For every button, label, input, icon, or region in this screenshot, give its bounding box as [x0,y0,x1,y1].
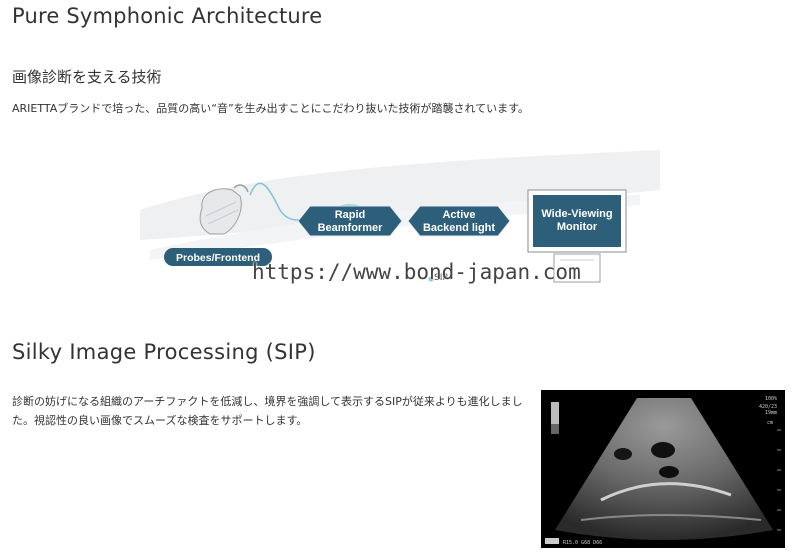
sip-marker-dot [428,276,434,282]
section-subtitle: 画像診断を支える技術 [12,68,162,86]
svg-text:420/23: 420/23 [759,404,777,410]
section-title-psa: Pure Symphonic Architecture [12,4,323,28]
svg-text:Monitor: Monitor [557,221,598,233]
section-title-sip: Silky Image Processing (SIP) [12,340,316,364]
svg-text:R15.0 G68 D66: R15.0 G68 D66 [563,540,602,546]
architecture-diagram: Probes/Frontend Rapid Beamformer Active … [140,150,660,283]
svg-text:Rapid: Rapid [335,209,366,221]
rapid-beamformer-block: Rapid Beamformer [297,205,403,237]
svg-text:Active: Active [442,209,475,221]
monitor-block: Wide-Viewing Monitor [527,189,627,283]
svg-text:Backend light: Backend light [423,222,495,234]
sip-tag: SIP [434,273,448,283]
svg-text:100%: 100% [765,396,777,402]
section-description: ARIETTAブランドで培った、品質の高い“音”を生み出すことにこだわり抜いた技… [12,102,530,115]
svg-text:Beamformer: Beamformer [318,222,384,234]
probes-frontend-label: Probes/Frontend [164,248,272,266]
watermark-url: https://www.bond-japan.com [252,260,581,284]
sip-description: 診断の妨げになる組織のアーチファクトを低減し、境界を強調して表示するSIPが従来… [12,395,523,427]
svg-text:Probes/Frontend: Probes/Frontend [176,252,260,264]
svg-text:Wide-Viewing: Wide-Viewing [541,208,612,220]
svg-text:19mm: 19mm [765,410,777,416]
background-swoosh [140,150,660,240]
active-backend-block: Active Backend light [407,205,511,237]
probe-icon [199,184,249,235]
ultrasound-image: 100% 420/23 19mm cm R15.0 G68 D66 [541,390,785,548]
svg-text:cm: cm [767,420,773,426]
